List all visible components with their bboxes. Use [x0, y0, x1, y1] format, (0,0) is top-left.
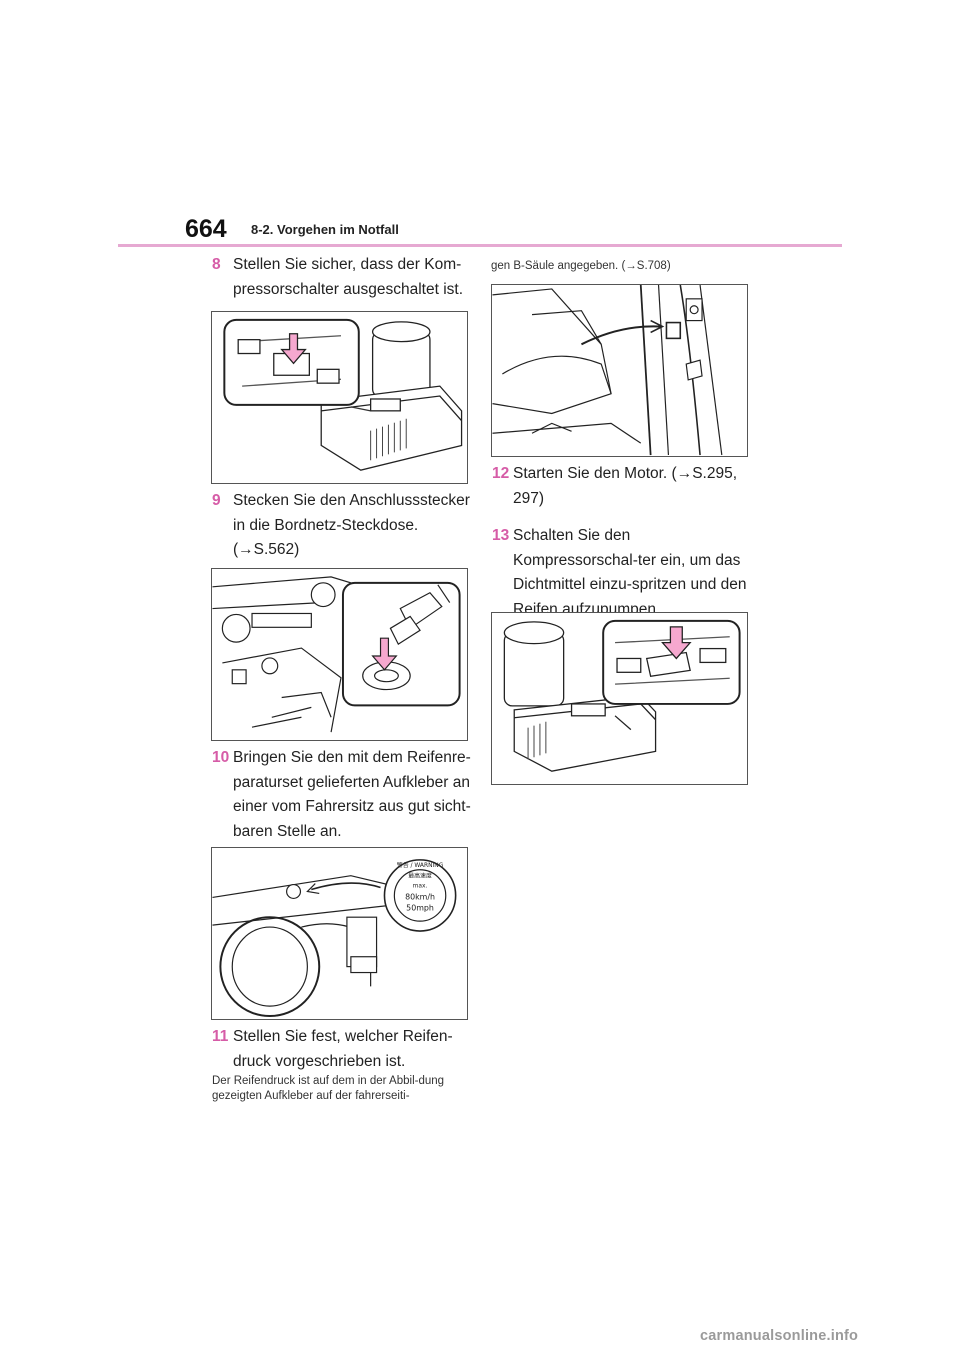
- tire-pressure-note: Der Reifendruck ist auf dem in der Abbil…: [212, 1075, 445, 1102]
- step-number: 10: [212, 749, 230, 766]
- step-number: 12: [492, 465, 510, 482]
- step-text: Schalten Sie den Kompressorschal-ter ein…: [513, 527, 747, 618]
- step-number: 11: [212, 1028, 229, 1045]
- sticker-speed-label: 最高速度: [408, 872, 432, 880]
- watermark: carmanualsonline.info: [700, 1328, 859, 1344]
- sticker-mph: 50mph: [406, 903, 434, 912]
- page-number: 664: [185, 215, 227, 243]
- step-10: 10 Bringen Sie den mit dem Reifenre-para…: [212, 746, 474, 844]
- step-12: 12 Starten Sie den Motor. (→S.295, 297): [492, 462, 754, 511]
- step-number: 13: [492, 527, 510, 544]
- header-rule: [118, 244, 842, 247]
- step-text: Stellen Sie sicher, dass der Kom-pressor…: [233, 256, 464, 298]
- step-text: Stecken Sie den Anschlussstecker in die …: [233, 492, 470, 558]
- step-13: 13 Schalten Sie den Kompressorschal-ter …: [492, 524, 754, 622]
- compressor-switch-off-illustration: [211, 311, 468, 484]
- tire-pressure-note-continued: gen B-Säule angegeben. (→S.708): [491, 260, 671, 272]
- sticker-warning: 警告 / WARNING: [397, 861, 444, 869]
- sticker-kmh: 80km/h: [405, 892, 435, 901]
- step-number: 9: [212, 492, 221, 509]
- dashboard-sticker-illustration: 最高速度 max. 80km/h 50mph 警告 / WARNING: [211, 847, 468, 1020]
- step-11: 11 Stellen Sie fest, welcher Reifen-druc…: [212, 1025, 474, 1074]
- step-text: Starten Sie den Motor. (→S.295, 297): [513, 465, 738, 507]
- step-9: 9 Stecken Sie den Anschlussstecker in di…: [212, 489, 474, 563]
- step-text: Stellen Sie fest, welcher Reifen-druck v…: [233, 1028, 453, 1070]
- step-8: 8 Stellen Sie sicher, dass der Kom-press…: [212, 253, 474, 302]
- step-number: 8: [212, 256, 221, 273]
- b-pillar-sticker-illustration: [491, 284, 748, 457]
- section-title: 8-2. Vorgehen im Notfall: [251, 222, 399, 237]
- sticker-max: max.: [413, 883, 428, 890]
- power-outlet-plug-illustration: [211, 568, 468, 741]
- step-text: Bringen Sie den mit dem Reifenre-paratur…: [233, 749, 471, 840]
- compressor-switch-on-illustration: [491, 612, 748, 785]
